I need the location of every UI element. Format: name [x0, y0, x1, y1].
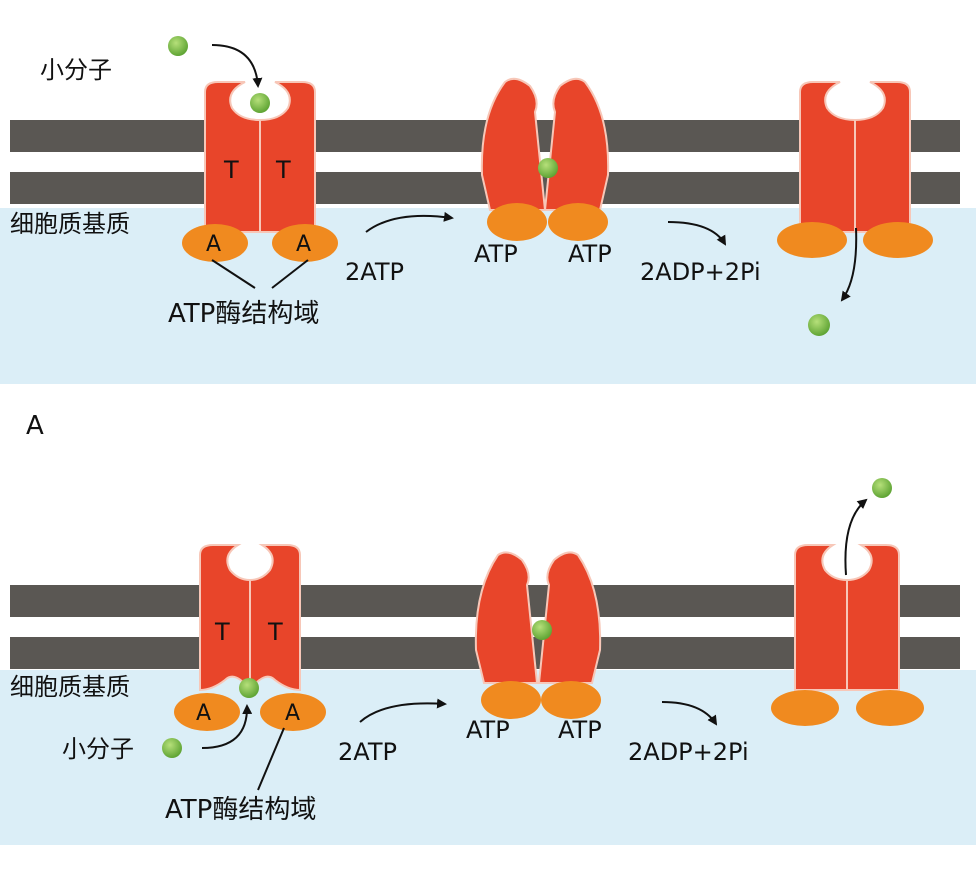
t-label-left: T [223, 156, 239, 184]
cytoplasm-label: 细胞质基质 [10, 673, 130, 701]
panel-b: T T A A 小分子 细胞质基质 ATP酶结构域 2ATP ATP ATP 2… [0, 478, 976, 845]
panel-a: T T A A 小分子 细胞质基质 ATP酶结构域 2ATP ATP ATP 2… [0, 36, 976, 441]
t-label-left: T [214, 618, 230, 646]
transporter-half-right [543, 77, 610, 211]
transporter-inward-open [174, 544, 326, 731]
atpase-domain-label: ATP酶结构域 [168, 299, 319, 329]
atpase-domain-right [856, 690, 924, 726]
bound-atp-left: ATP [474, 240, 518, 268]
bound-atp-right: ATP [558, 716, 602, 744]
a-label-left: A [206, 232, 221, 257]
transporter-half-right [537, 551, 602, 684]
molecule-icon [162, 738, 182, 758]
curved-arrow-icon [667, 221, 727, 246]
small-molecule-label: 小分子 [62, 735, 134, 763]
transporter-half-left [474, 551, 539, 684]
transporter-half-right [846, 544, 900, 691]
a-label-left: A [196, 701, 211, 726]
a-label-right: A [296, 232, 311, 257]
molecule-icon [532, 620, 552, 640]
transporter-reset [777, 81, 933, 258]
curved-arrow-icon [365, 211, 454, 233]
atpase-domain-left [771, 690, 839, 726]
atpase-domain-left [777, 222, 847, 258]
molecule-icon [168, 36, 188, 56]
step1-label: 2ATP [338, 738, 397, 766]
small-molecule-label: 小分子 [40, 56, 112, 84]
molecule-icon [250, 93, 270, 113]
transporter-outward-open [182, 81, 338, 262]
atpase-domain-right [863, 222, 933, 258]
curved-arrow-icon [844, 498, 868, 576]
curved-arrow-icon [840, 227, 858, 302]
transporter-half-right [249, 544, 301, 693]
curved-arrow-icon [359, 698, 447, 723]
atpase-domain-label: ATP酶结构域 [165, 795, 316, 825]
step2-label: 2ADP+2Pi [640, 258, 761, 286]
transporter-half-left [480, 77, 547, 211]
cytoplasm-label: 细胞质基质 [10, 210, 130, 238]
bound-atp-left: ATP [466, 716, 510, 744]
panel-label: A [26, 411, 44, 441]
curved-arrow-icon [211, 44, 263, 88]
a-label-right: A [285, 701, 300, 726]
transporter-atp-bound [480, 77, 610, 241]
molecule-icon [239, 678, 259, 698]
atpase-domain-left [481, 681, 541, 719]
pointer-line [211, 259, 256, 289]
t-label-right: T [267, 618, 283, 646]
atpase-domain-left [487, 203, 547, 241]
transporter-atp-bound [474, 551, 602, 719]
pointer-line [271, 259, 309, 289]
step2-label: 2ADP+2Pi [628, 738, 749, 766]
pointer-line [257, 727, 285, 791]
transporter-half-left [799, 81, 856, 233]
atpase-domain-right [548, 203, 608, 241]
atpase-domain-right [260, 693, 326, 731]
transporter-half-left [794, 544, 848, 691]
curved-arrow-icon [661, 701, 718, 726]
t-label-right: T [275, 156, 291, 184]
curved-arrow-icon [201, 704, 253, 749]
molecule-icon [808, 314, 830, 336]
bound-atp-right: ATP [568, 240, 612, 268]
atpase-domain-right [272, 224, 338, 262]
transporter-half-right [854, 81, 911, 233]
atpase-domain-left [182, 224, 248, 262]
atpase-domain-left [174, 693, 240, 731]
molecule-icon [872, 478, 892, 498]
molecule-icon [538, 158, 558, 178]
atpase-domain-right [541, 681, 601, 719]
transporter-half-left [204, 81, 261, 233]
transporter-half-left [199, 544, 251, 693]
transporter-half-right [259, 81, 316, 233]
step1-label: 2ATP [345, 258, 404, 286]
transporter-outward-release [771, 544, 924, 726]
